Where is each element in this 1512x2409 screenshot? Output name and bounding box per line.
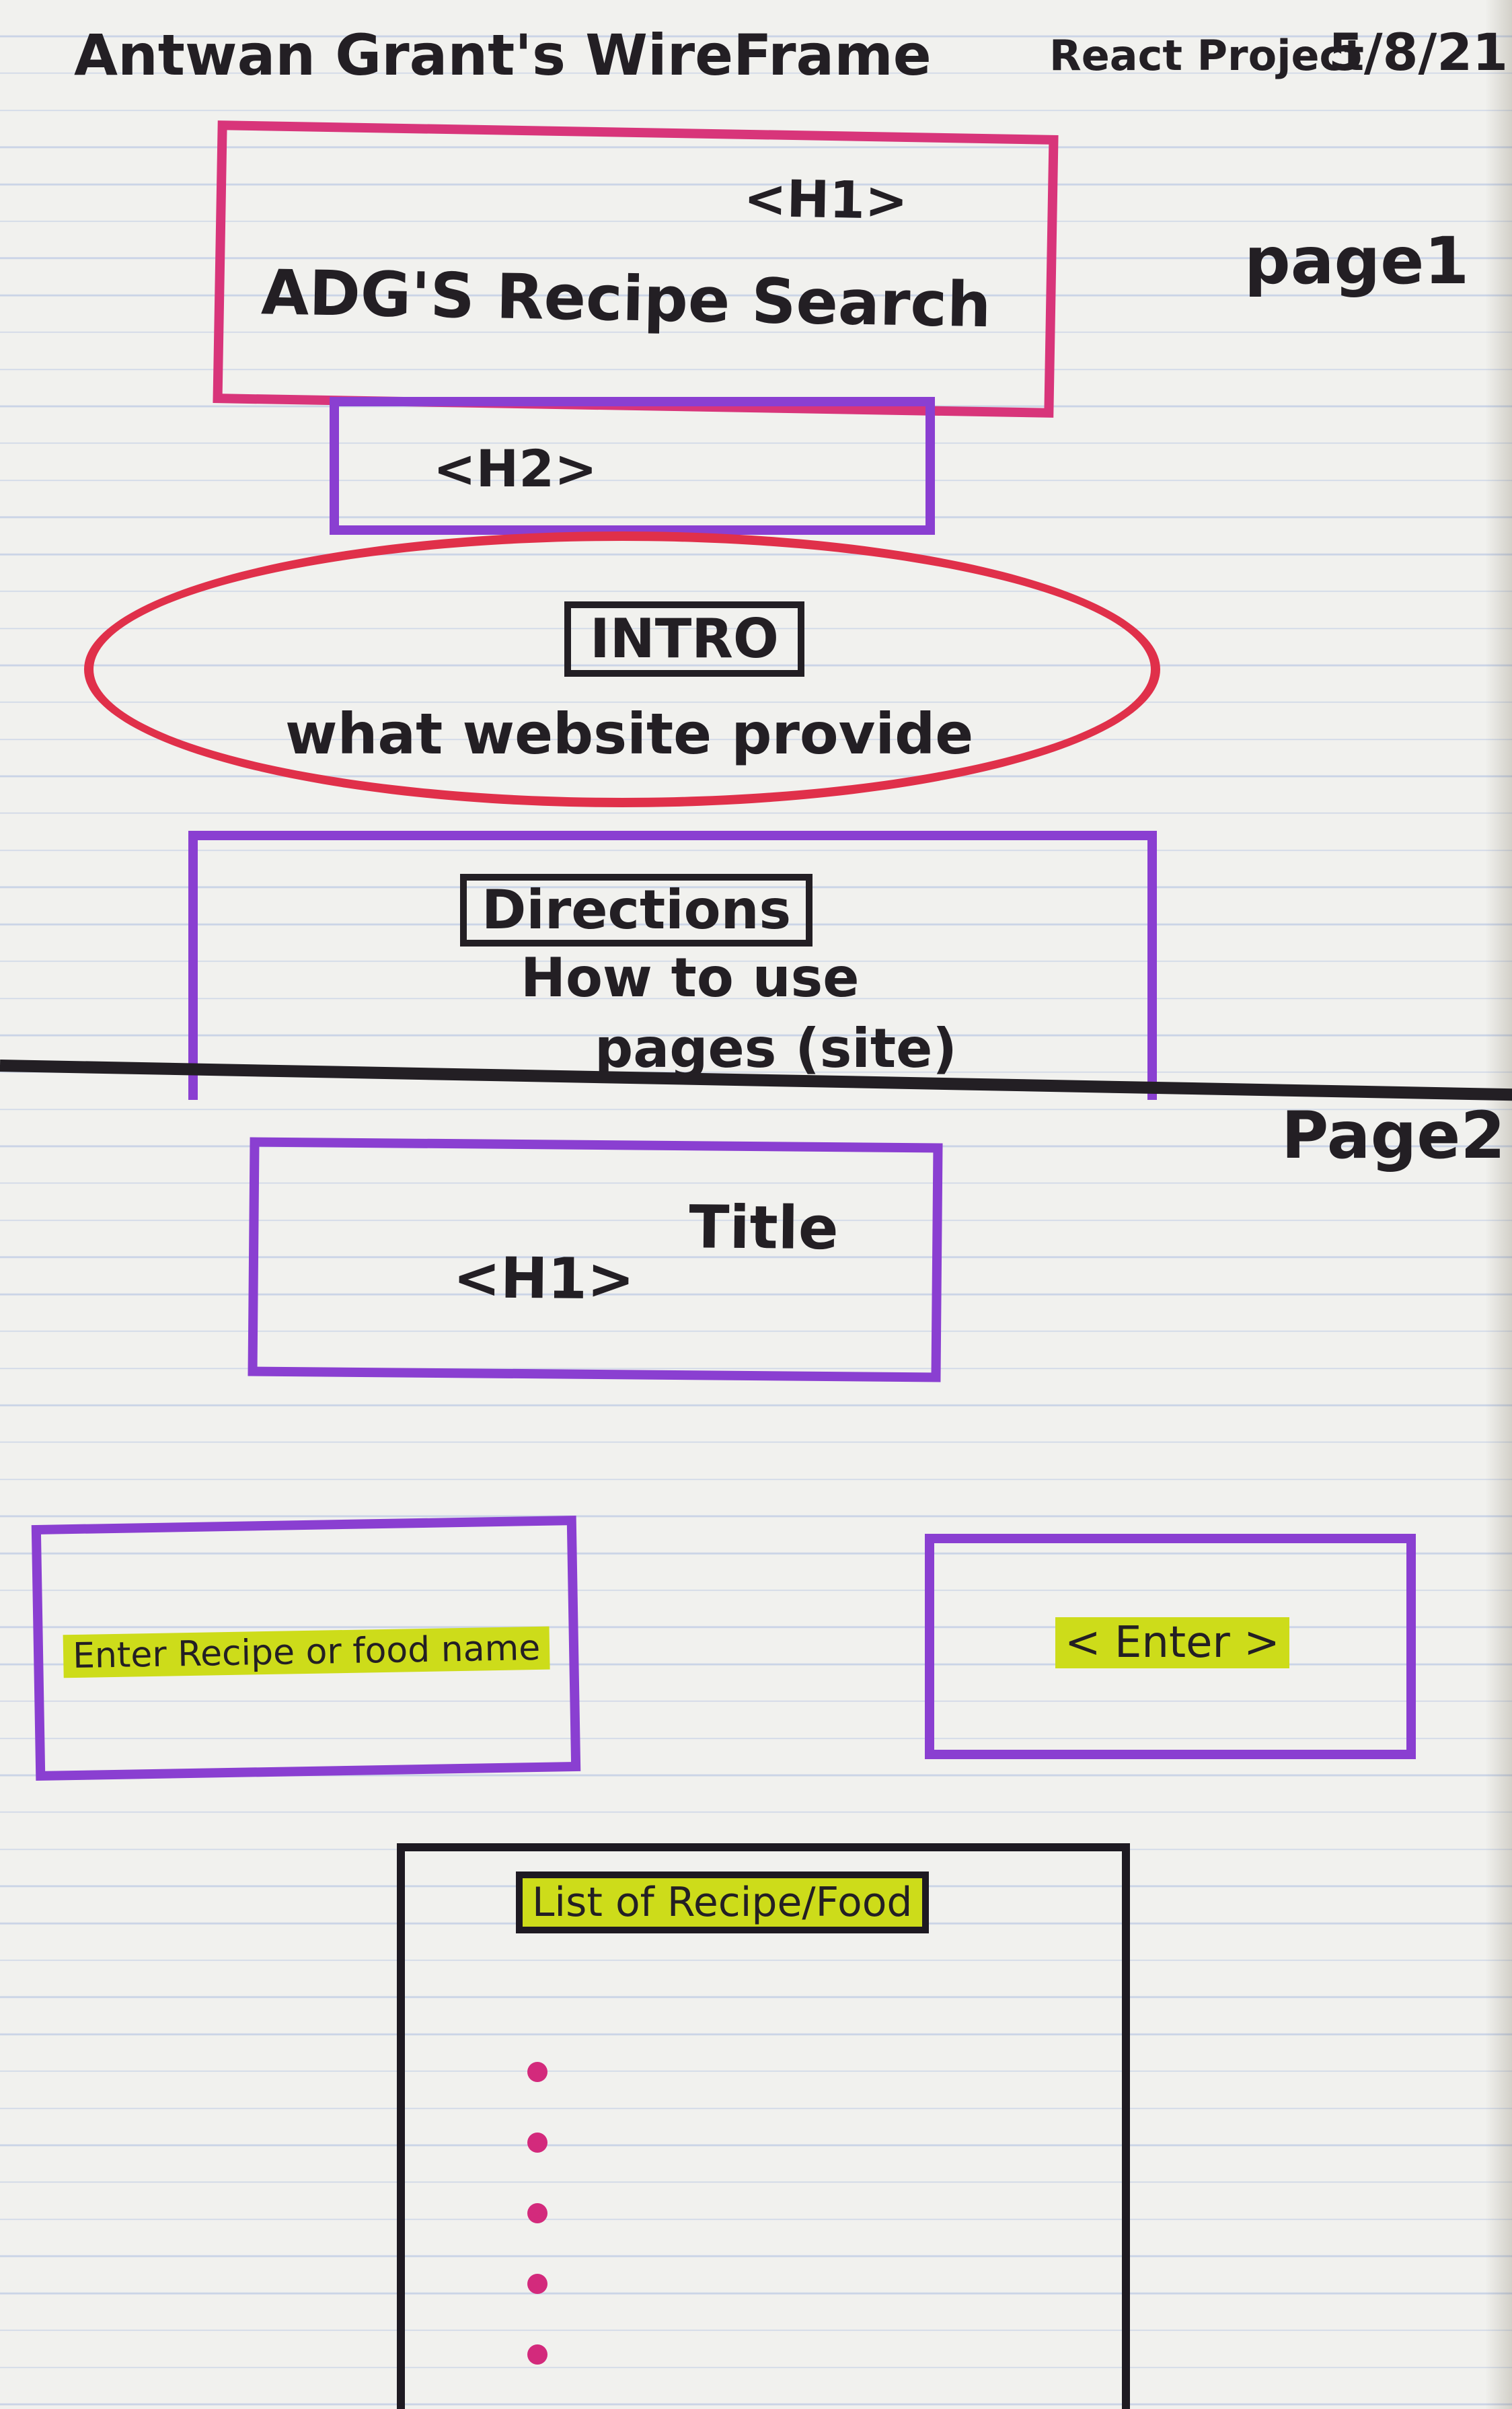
directions-tag: Directions <box>460 874 813 947</box>
directions-line2: pages (site) <box>595 1017 957 1080</box>
intro-text: what website provide <box>285 701 974 767</box>
h2-tag: <H2> <box>433 439 597 498</box>
result-bullet <box>527 2203 547 2223</box>
result-bullet <box>527 2062 547 2082</box>
paper-edge <box>1485 0 1512 2409</box>
h1-tag: <H1> <box>743 168 909 231</box>
page1-label: page1 <box>1244 223 1470 299</box>
search-input-placeholder: Enter Recipe or food name <box>63 1626 550 1678</box>
intro-oval: INTRO what website provide <box>84 531 1160 807</box>
h2-box: <H2> <box>330 397 935 535</box>
h1-box: <H1> ADG'S Recipe Search <box>213 120 1059 418</box>
result-bullet <box>527 2133 547 2153</box>
directions-box: Directions How to use pages (site) <box>188 831 1157 1100</box>
directions-line1: How to use <box>521 947 860 1009</box>
wireframe-title: Antwan Grant's WireFrame <box>74 22 932 88</box>
h1-site-title: ADG'S Recipe Search <box>260 256 992 342</box>
intro-tag: INTRO <box>564 601 804 677</box>
result-bullet <box>527 2344 547 2365</box>
recipe-search-input[interactable]: Enter Recipe or food name <box>31 1515 581 1781</box>
project-label: React Project <box>1049 31 1364 80</box>
enter-button-label: < Enter > <box>1055 1617 1289 1668</box>
result-bullet <box>527 2274 547 2294</box>
title-label: Title <box>688 1192 839 1263</box>
page2-label: Page2 <box>1281 1098 1506 1173</box>
results-panel: List of Recipe/Food <box>397 1843 1130 2409</box>
project-date: 5/8/21 <box>1328 22 1509 82</box>
enter-button[interactable]: < Enter > <box>925 1534 1416 1759</box>
title-h1-tag: <H1> <box>453 1245 635 1312</box>
results-bullet-list <box>522 2062 562 2385</box>
title-box: <H1> Title <box>248 1137 943 1382</box>
results-header: List of Recipe/Food <box>516 1871 929 1933</box>
